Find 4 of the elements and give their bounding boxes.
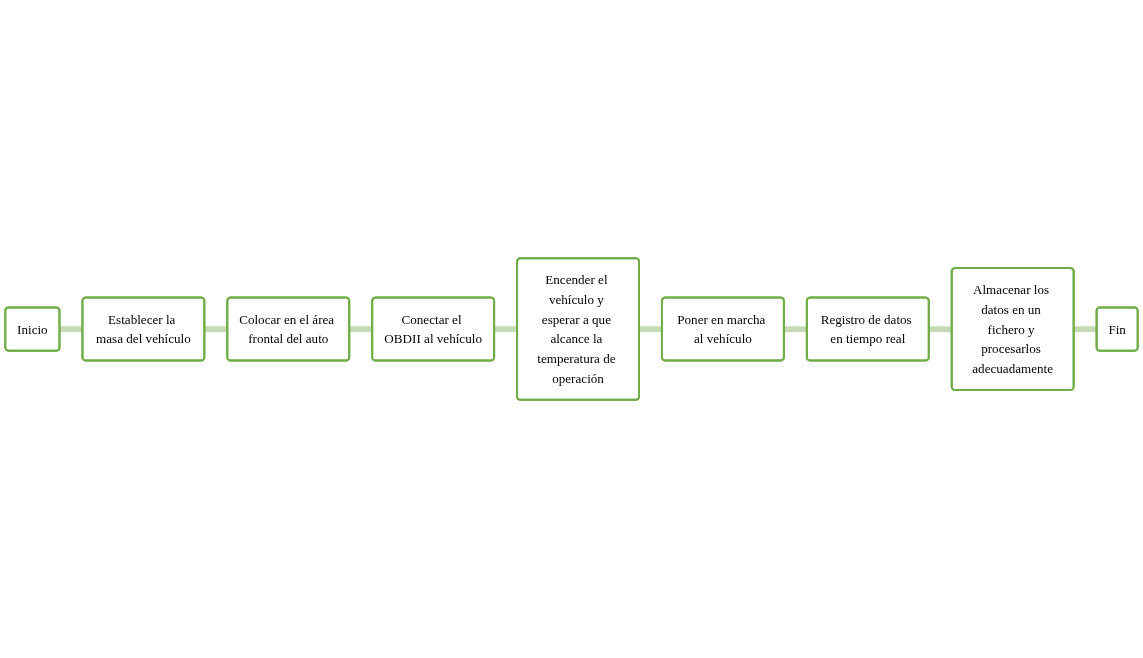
connector: [638, 326, 664, 333]
connector: [1072, 326, 1098, 333]
connector: [928, 326, 954, 333]
connector: [783, 326, 809, 333]
